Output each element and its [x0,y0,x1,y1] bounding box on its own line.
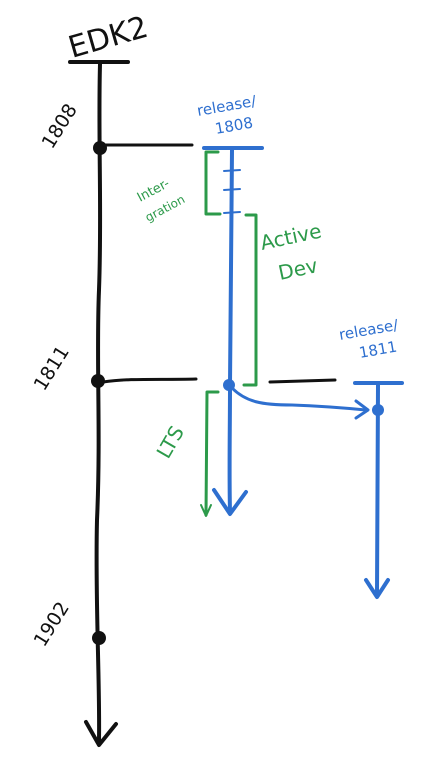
tag-1808-dot [93,141,107,155]
edk2-label: EDK2 [65,10,152,66]
release-1808-branch: release/ 1808 [196,92,370,516]
edk2-main-branch: EDK2 1808 1811 1902 [30,10,337,747]
lts-bracket [204,390,220,517]
release-1811-arrowhead [364,578,390,599]
release-1808-tick-1 [223,169,241,172]
release-1808-tick-3 [223,211,241,214]
integration-bracket [204,150,222,216]
active-dev-bracket [242,213,258,387]
tag-1808-label: 1808 [38,100,82,153]
tag-1811-connector [101,377,198,384]
release-1808-line [227,148,234,514]
release-1808-arrowhead [212,488,248,516]
tag-1811-label: 1811 [30,342,74,395]
tag-1811-connector-right [268,378,337,384]
branch-to-release-1811-line [230,386,368,412]
edk2-trunk-arrowhead [84,720,118,747]
release-1811-branch: release/ 1811 [338,316,404,599]
active-dev-label-line2: Dev [276,253,320,285]
release-1808-label-line2: 1808 [214,114,255,138]
branch-to-release-1811-arrowhead [354,399,370,420]
lts-label: LTS [152,422,189,463]
lts-arrowhead [200,504,212,517]
release-1811-start-dot [372,404,384,416]
active-dev-label-line1: Active [258,219,324,255]
release-1811-line [375,383,380,596]
release-1811-label-line2: 1811 [358,338,399,362]
tag-1902-label: 1902 [30,598,74,651]
tag-1902-dot [92,631,106,645]
tag-1811-dot [91,374,105,388]
release-1808-tick-2 [223,188,241,191]
